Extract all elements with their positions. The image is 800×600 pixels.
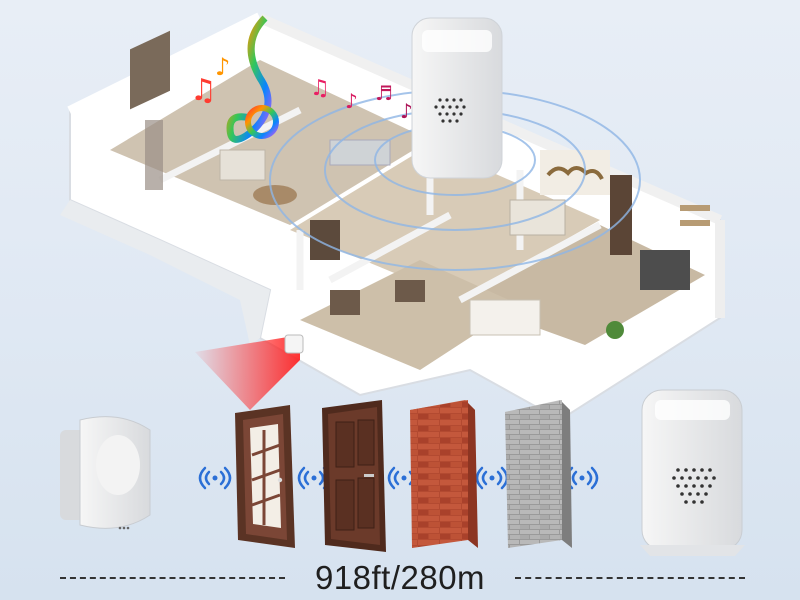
svg-text:♪: ♪: [400, 99, 413, 123]
svg-text:♪: ♪: [215, 53, 230, 81]
range-dash-right: [515, 577, 745, 579]
pir-sensor-mini: [284, 334, 304, 354]
range-label: 918ft/280m: [314, 559, 486, 596]
glass-door: [235, 405, 295, 548]
range-dash-left: [60, 577, 285, 579]
doorbell-receiver-top: [411, 17, 503, 179]
pir-beam: [195, 335, 300, 410]
brick-wall: [410, 400, 478, 548]
doorbell-receiver-bottom: [640, 389, 745, 556]
music-note-icon: ♫ ♪ ♫ ♪ ♬ ♪: [190, 15, 413, 150]
svg-text:♬: ♬: [375, 81, 393, 105]
svg-text:♪: ♪: [345, 89, 358, 113]
pir-motion-sensor: [60, 416, 151, 530]
wooden-door: [322, 400, 386, 552]
svg-text:♫: ♫: [310, 76, 330, 101]
concrete-wall: [505, 400, 572, 548]
range-indicator: 918ft/280m: [0, 555, 800, 596]
svg-text:♫: ♫: [190, 73, 217, 108]
